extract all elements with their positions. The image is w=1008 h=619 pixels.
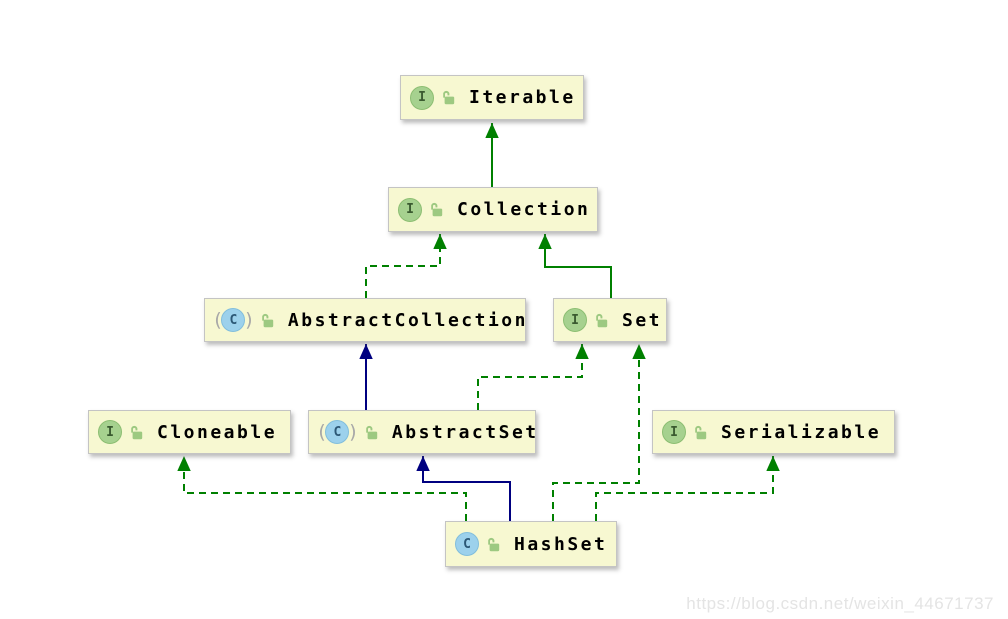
public-lock-icon — [431, 202, 443, 217]
node-label: AbstractCollection — [287, 309, 528, 331]
node-label: HashSet — [514, 533, 608, 555]
class-node-iterable[interactable]: I Iterable — [400, 75, 584, 120]
node-label: AbstractSet — [391, 421, 539, 443]
abstract-paren-right: ) — [347, 420, 359, 443]
node-label: Set — [622, 309, 663, 331]
interface-icon: I — [98, 420, 122, 444]
class-node-serializable[interactable]: I Serializable — [652, 410, 895, 454]
class-node-hashset[interactable]: C HashSet — [445, 521, 617, 567]
public-lock-icon — [488, 537, 500, 551]
abstract-class-icon: (C) — [316, 420, 359, 444]
node-label: Collection — [457, 199, 591, 220]
abstract-paren-right: ) — [243, 308, 255, 331]
interface-icon: I — [563, 308, 587, 332]
class-icon: C — [325, 420, 350, 444]
class-node-abstract-collection[interactable]: (C) AbstractCollection — [204, 298, 526, 342]
edge-hashset-serializable-implements — [595, 456, 780, 521]
edge-hashset-abstract-set-extends — [416, 456, 511, 521]
node-label: Iterable — [469, 87, 576, 108]
abstract-paren-left: ( — [316, 420, 328, 443]
class-icon: C — [455, 532, 479, 556]
edge-hashset-set-implements — [552, 344, 646, 521]
public-lock-icon — [695, 425, 707, 439]
node-label: Serializable — [721, 421, 882, 443]
interface-icon: I — [398, 197, 422, 222]
public-lock-icon — [443, 90, 455, 105]
edge-abstract-set-set-implements — [477, 344, 589, 410]
public-lock-icon — [131, 425, 143, 439]
class-node-collection[interactable]: I Collection — [388, 187, 598, 232]
class-node-set[interactable]: I Set — [553, 298, 667, 342]
public-lock-icon — [366, 425, 378, 439]
watermark: https://blog.csdn.net/weixin_44671737 — [686, 594, 994, 613]
interface-icon: I — [410, 85, 434, 110]
edge-hashset-cloneable-implements — [177, 456, 467, 521]
class-icon: C — [221, 308, 246, 332]
public-lock-icon — [596, 313, 608, 327]
edge-set-collection-extends — [538, 234, 612, 298]
abstract-class-icon: (C) — [212, 308, 255, 332]
class-node-cloneable[interactable]: I Cloneable — [88, 410, 291, 454]
interface-icon: I — [662, 420, 686, 444]
node-label: Cloneable — [157, 421, 278, 443]
public-lock-icon — [262, 313, 274, 327]
class-node-abstract-set[interactable]: (C) AbstractSet — [308, 410, 536, 454]
abstract-paren-left: ( — [212, 308, 224, 331]
edge-abstract-collection-collection-implements — [365, 234, 447, 298]
